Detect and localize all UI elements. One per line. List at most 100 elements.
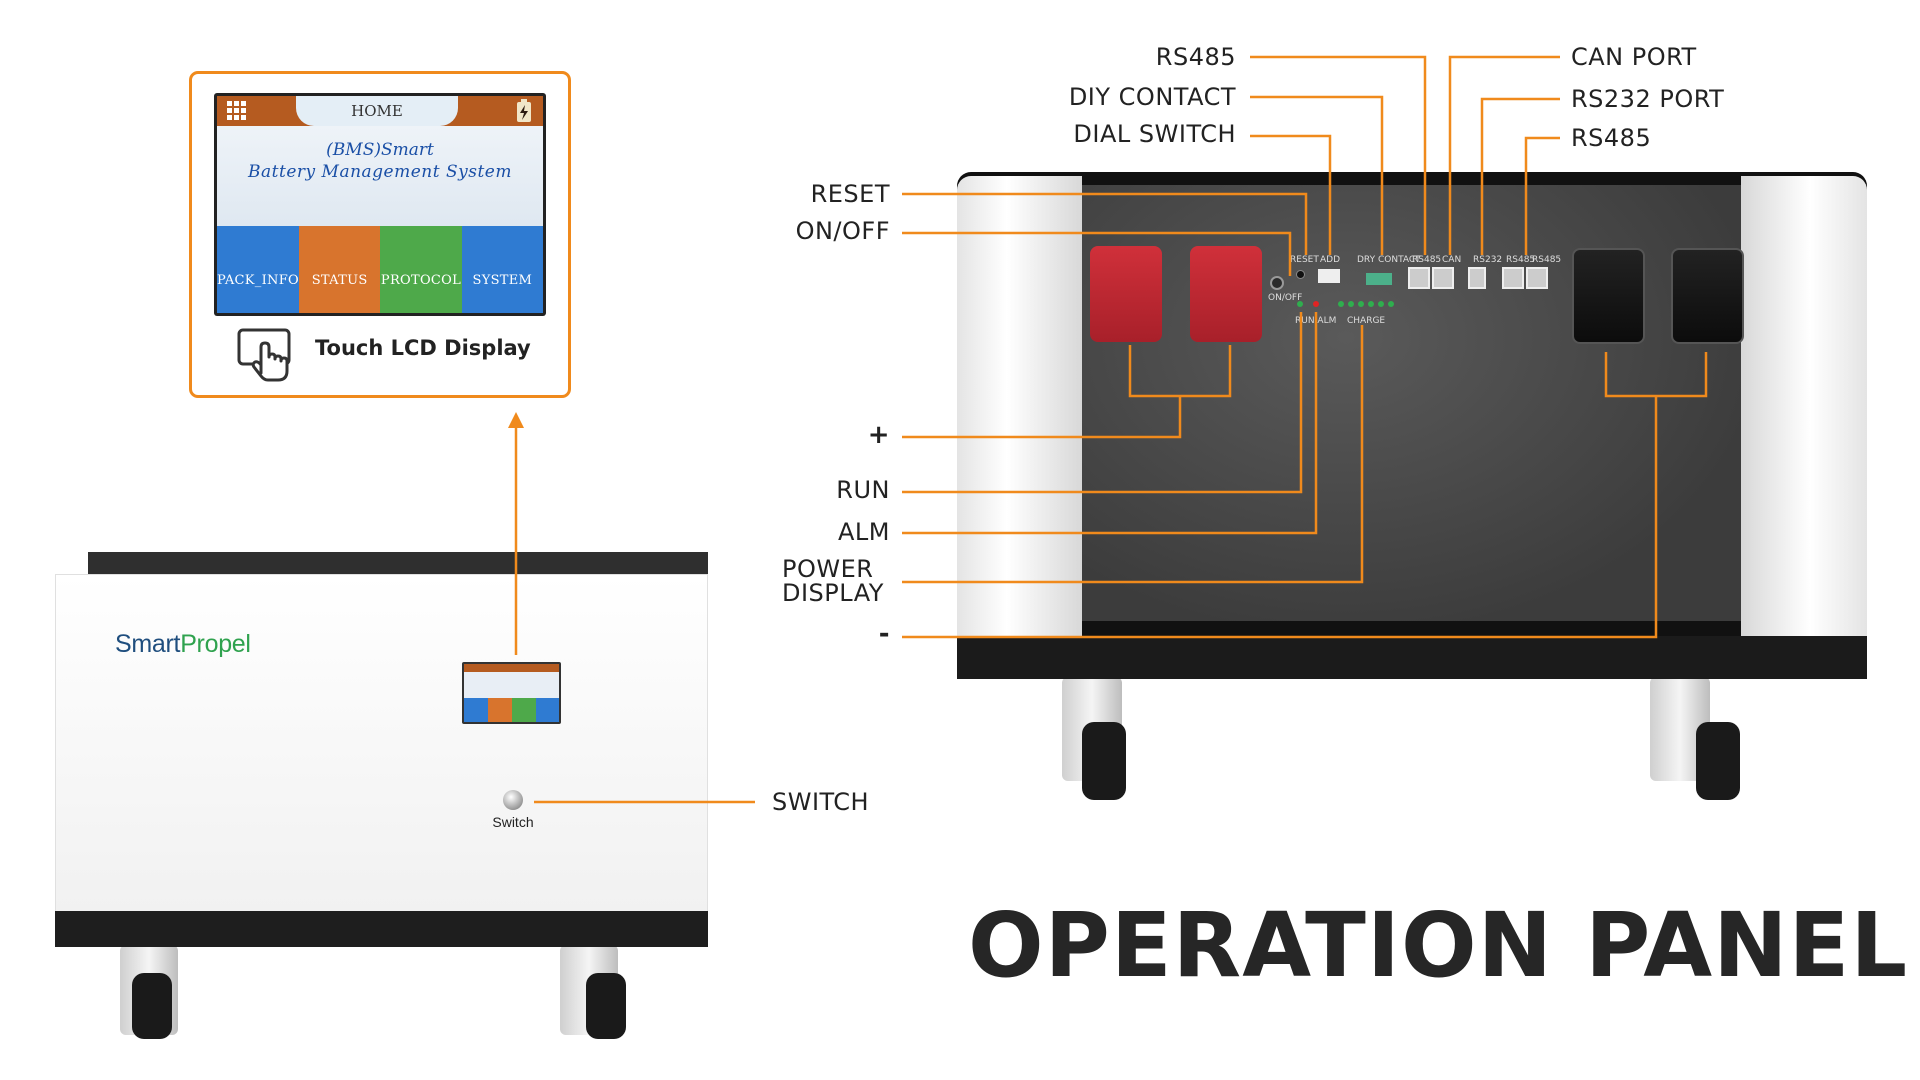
mini-lcd-body (464, 672, 559, 698)
callout-rs485-top: RS485 (1155, 43, 1236, 71)
lcd-title-area: (BMS)Smart Battery Management System (217, 126, 543, 226)
callout-rs485-right: RS485 (1571, 124, 1652, 152)
panel-label-can: CAN (1442, 255, 1462, 265)
positive-terminal-2[interactable] (1190, 246, 1262, 342)
callout-switch: SWITCH (772, 788, 870, 816)
dial-switch[interactable] (1318, 269, 1340, 283)
lcd-home-tab[interactable]: HOME (296, 96, 458, 126)
can-port[interactable] (1432, 267, 1454, 289)
brand-logo: SmartPropel (115, 630, 251, 659)
negative-terminal-1[interactable] (1572, 248, 1645, 344)
grid-menu-icon (227, 101, 247, 121)
brand-part1: Smart (115, 630, 181, 658)
rs485-port-c[interactable] (1526, 267, 1548, 289)
lcd-title-line1: (BMS)Smart (326, 140, 434, 160)
dry-contact-terminal[interactable] (1366, 273, 1392, 285)
panel-label-rs485-b: RS485 (1506, 255, 1536, 265)
rs485-line (1250, 55, 1427, 255)
lcd-tile-protocol[interactable]: PROTOCOL (380, 226, 462, 313)
on-off-line (902, 231, 1292, 276)
battery-charge-icon (511, 99, 537, 123)
dial-switch-line (1250, 134, 1332, 255)
rs485-right-line (1524, 136, 1560, 255)
run-led (1297, 301, 1303, 307)
mini-lcd-display[interactable] (462, 662, 561, 724)
panel-label-dry-contact: DRY CONTACT (1357, 255, 1421, 265)
negative-terminal-2[interactable] (1671, 248, 1744, 344)
wheel-left-front (132, 973, 172, 1039)
wheel-right-front (586, 973, 626, 1039)
charge-led (1388, 301, 1394, 307)
rs485-port-b[interactable] (1502, 267, 1524, 289)
rs232-port[interactable] (1468, 267, 1486, 289)
alm-line (902, 312, 1318, 535)
minus-bracket (1604, 352, 1708, 398)
lcd-zoom-box: HOME (BMS)Smart Battery Management Syste… (189, 71, 571, 398)
lcd-menu-tiles: PACK_INFO STATUS PROTOCOL SYSTEM (217, 226, 543, 313)
mini-lcd-tile (536, 698, 559, 722)
lcd-title-line2: Battery Management System (248, 162, 512, 182)
panel-label-rs232: RS232 (1473, 255, 1503, 265)
big-wheel-left (1082, 722, 1126, 800)
mini-lcd-header (464, 664, 559, 672)
rs232-port-line (1480, 97, 1560, 255)
callout-minus: - (878, 619, 890, 649)
charge-led (1358, 301, 1364, 307)
rs485-port-a[interactable] (1408, 267, 1430, 289)
lcd-arrowhead (508, 412, 524, 428)
alm-led (1313, 301, 1319, 307)
plus-bracket (1128, 345, 1232, 398)
callout-dial-switch: DIAL SWITCH (1073, 120, 1236, 148)
callout-power: POWER (782, 555, 874, 583)
on-off-button[interactable] (1270, 276, 1284, 290)
panel-label-rs485-a: RS485 (1412, 255, 1442, 265)
run-line (902, 312, 1303, 494)
power-display-line (902, 325, 1364, 584)
reset-button[interactable] (1296, 270, 1305, 279)
charge-led (1368, 301, 1374, 307)
callout-run: RUN (836, 476, 890, 504)
lcd-screen: HOME (BMS)Smart Battery Management Syste… (214, 93, 546, 316)
reset-line (902, 192, 1308, 255)
charge-led (1378, 301, 1384, 307)
small-battery-base (55, 911, 708, 947)
mini-lcd-tile (512, 698, 536, 722)
lcd-tile-pack-info[interactable]: PACK_INFO (217, 226, 299, 313)
minus-line (902, 396, 1658, 639)
panel-label-rs485-c: RS485 (1532, 255, 1562, 265)
big-battery-right-cap (1741, 176, 1867, 636)
callout-display: DISPLAY (782, 579, 884, 607)
mini-lcd-tile (464, 698, 488, 722)
big-wheel-right (1696, 722, 1740, 800)
switch-caption: Switch (492, 814, 534, 830)
callout-can-port: CAN PORT (1571, 43, 1697, 71)
callout-on-off: ON/OFF (795, 217, 890, 245)
page-title: OPERATION PANEL (968, 893, 1909, 997)
positive-terminal-1[interactable] (1090, 246, 1162, 342)
touch-hand-icon (236, 327, 294, 383)
can-port-line (1448, 55, 1560, 255)
panel-label-on-off: ON/OFF (1268, 293, 1303, 303)
brand-part2: Propel (180, 630, 251, 658)
small-battery-body (55, 574, 708, 912)
callout-rs232-port: RS232 PORT (1571, 85, 1725, 113)
mini-lcd-tile (488, 698, 512, 722)
lcd-caption: Touch LCD Display (315, 336, 531, 360)
panel-label-reset: RESET (1290, 255, 1319, 265)
callout-diy-contact: DIY CONTACT (1068, 83, 1236, 111)
callout-reset: RESET (810, 180, 890, 208)
lcd-tile-system[interactable]: SYSTEM (461, 226, 543, 313)
panel-label-add: ADD (1320, 255, 1341, 265)
diy-contact-line (1250, 95, 1384, 255)
big-battery-base (957, 636, 1867, 679)
big-battery-left-cap (957, 176, 1082, 636)
callout-alm: ALM (838, 518, 890, 546)
charge-led (1338, 301, 1344, 307)
power-switch-knob[interactable] (503, 790, 523, 810)
charge-led (1348, 301, 1354, 307)
lcd-tile-status[interactable]: STATUS (299, 226, 381, 313)
plus-line (902, 396, 1182, 439)
panel-label-charge: CHARGE (1347, 316, 1386, 326)
